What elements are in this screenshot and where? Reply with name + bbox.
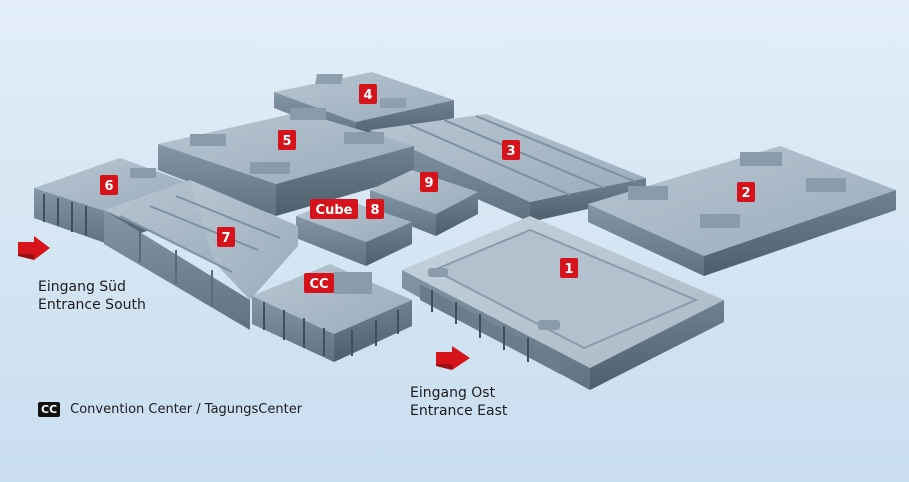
hall-4-badge[interactable]: 4 <box>359 84 377 104</box>
entrance-east-arrow-icon <box>436 346 470 370</box>
hall-2-building <box>588 146 896 276</box>
svg-text:Cube: Cube <box>316 203 353 218</box>
svg-text:7: 7 <box>221 231 230 246</box>
entrance-south-label: Eingang Süd Entrance South <box>38 278 146 314</box>
hall-3-badge[interactable]: 3 <box>502 140 520 160</box>
hall-1-building <box>402 216 724 390</box>
hall-9-badge[interactable]: 9 <box>420 172 438 192</box>
hall-cube-badge[interactable]: Cube <box>310 199 358 219</box>
entrance-east-label: Eingang Ost Entrance East <box>410 384 507 420</box>
hall-5-badge[interactable]: 5 <box>278 130 296 150</box>
legend-text: Convention Center / TagungsCenter <box>70 402 303 417</box>
svg-text:6: 6 <box>104 179 113 194</box>
hall-7-badge[interactable]: 7 <box>217 227 235 247</box>
svg-text:CC: CC <box>309 277 328 292</box>
entrance-east-label-en: Entrance East <box>410 403 508 419</box>
svg-text:3: 3 <box>506 144 515 159</box>
entrance-south-arrow-icon <box>18 236 50 260</box>
svg-text:9: 9 <box>424 176 433 191</box>
svg-text:4: 4 <box>363 88 372 103</box>
svg-text:8: 8 <box>370 203 379 218</box>
convention-center-building <box>252 264 412 362</box>
hall-7-building <box>104 180 298 330</box>
hall-8-badge[interactable]: 8 <box>366 199 384 219</box>
hall-1-badge[interactable]: 1 <box>560 258 578 278</box>
legend: CC Convention Center / TagungsCenter <box>38 402 302 417</box>
hall-6-badge[interactable]: 6 <box>100 175 118 195</box>
svg-text:2: 2 <box>741 186 750 201</box>
svg-text:5: 5 <box>282 134 291 149</box>
entrance-south-label-de: Eingang Süd <box>38 279 126 295</box>
entrance-east-label-de: Eingang Ost <box>410 385 496 401</box>
legend-cc-chip: CC <box>38 402 61 417</box>
svg-text:1: 1 <box>564 262 573 277</box>
entrance-south-label-en: Entrance South <box>38 297 146 313</box>
hall-2-badge[interactable]: 2 <box>737 182 755 202</box>
convention-center-badge[interactable]: CC <box>304 273 334 293</box>
